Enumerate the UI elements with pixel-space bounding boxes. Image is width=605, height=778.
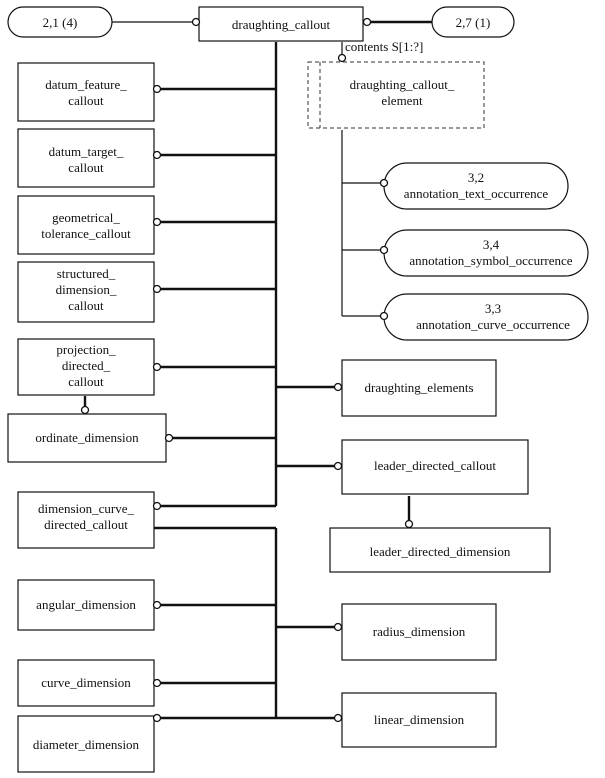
leader-dimension-label: leader_directed_dimension <box>370 544 511 559</box>
curve-occ-node: 3,3 annotation_curve_occurrence <box>383 293 589 341</box>
circle-ref-left-root <box>191 17 201 27</box>
dimension-curve-label-2: directed_callout <box>44 517 128 532</box>
diameter-label: diameter_dimension <box>33 737 140 752</box>
circle-dimension-curve <box>152 501 162 511</box>
datum-target-label-1: datum_target_ <box>49 144 124 159</box>
circle-contents <box>337 53 347 63</box>
relationship-circles <box>80 17 414 723</box>
curve-occ-label-1: 3,3 <box>485 301 501 316</box>
symbol-occ-label-1: 3,4 <box>483 237 500 252</box>
element-node: draughting_callout_ element <box>307 61 485 129</box>
circle-diameter <box>152 713 162 723</box>
circle-angular <box>152 600 162 610</box>
structured-node: structured_ dimension_ callout <box>17 261 155 323</box>
circle-root-ref-right <box>362 17 372 27</box>
circle-datum-target <box>152 150 162 160</box>
angular-label: angular_dimension <box>36 597 136 612</box>
circle-curve-dim <box>152 678 162 688</box>
projection-label-1: projection_ <box>56 342 116 357</box>
circle-ordinate <box>164 433 174 443</box>
projection-node: projection_ directed_ callout <box>17 338 155 396</box>
circle-projection-ordinate <box>80 405 90 415</box>
text-occ-node: 3,2 annotation_text_occurrence <box>383 162 569 210</box>
leader-callout-label: leader_directed_callout <box>374 458 496 473</box>
curve-dim-label: curve_dimension <box>41 675 131 690</box>
circle-leader-dimension <box>404 519 414 529</box>
circle-leader-callout <box>333 461 343 471</box>
datum-target-node: datum_target_ callout <box>17 128 155 188</box>
datum-feature-label-2: callout <box>68 93 104 108</box>
draughting-elements-label: draughting_elements <box>364 380 473 395</box>
circle-linear <box>333 713 343 723</box>
dimension-curve-node: dimension_curve_ directed_callout <box>17 491 155 549</box>
symbol-occ-label-2: annotation_symbol_occurrence <box>409 253 572 268</box>
ref-left-node: 2,1 (4) <box>7 6 113 38</box>
linear-node: linear_dimension <box>341 692 497 748</box>
circle-structured <box>152 284 162 294</box>
connectors <box>83 20 432 720</box>
curve-dim-node: curve_dimension <box>17 659 155 707</box>
projection-label-3: callout <box>68 374 104 389</box>
geometrical-label-1: geometrical_ <box>52 210 120 225</box>
datum-feature-node: datum_feature_ callout <box>17 62 155 122</box>
symbol-occ-node: 3,4 annotation_symbol_occurrence <box>383 229 589 277</box>
curve-occ-label-2: annotation_curve_occurrence <box>416 317 570 332</box>
leader-dimension-node: leader_directed_dimension <box>329 527 551 573</box>
ref-left-label: 2,1 (4) <box>43 15 78 30</box>
ref-right-label: 2,7 (1) <box>456 15 491 30</box>
circle-text-occ <box>379 178 389 188</box>
structured-label-3: callout <box>68 298 104 313</box>
dimension-curve-label-1: dimension_curve_ <box>38 501 135 516</box>
linear-label: linear_dimension <box>374 712 465 727</box>
text-occ-label-1: 3,2 <box>468 170 484 185</box>
datum-target-label-2: callout <box>68 160 104 175</box>
circle-symbol-occ <box>379 245 389 255</box>
structured-label-2: dimension_ <box>56 282 117 297</box>
datum-feature-label-1: datum_feature_ <box>45 77 127 92</box>
draughting-elements-node: draughting_elements <box>341 359 497 417</box>
root-label: draughting_callout <box>232 17 331 32</box>
diameter-node: diameter_dimension <box>17 715 155 773</box>
root-node: draughting_callout <box>198 6 364 42</box>
element-label-1: draughting_callout_ <box>350 77 455 92</box>
projection-label-2: directed_ <box>62 358 111 373</box>
radius-label: radius_dimension <box>373 624 466 639</box>
structured-label-1: structured_ <box>57 266 116 281</box>
element-label-2: element <box>381 93 423 108</box>
contents-label: contents S[1:?] <box>345 39 423 54</box>
circle-projection <box>152 362 162 372</box>
circle-geometrical <box>152 217 162 227</box>
leader-callout-node: leader_directed_callout <box>341 439 529 495</box>
ref-right-node: 2,7 (1) <box>431 6 515 38</box>
circle-radius <box>333 622 343 632</box>
geometrical-node: geometrical_ tolerance_callout <box>17 195 155 255</box>
ordinate-node: ordinate_dimension <box>7 413 167 463</box>
circle-draughting-elements <box>333 382 343 392</box>
text-occ-label-2: annotation_text_occurrence <box>404 186 549 201</box>
geometrical-label-2: tolerance_callout <box>41 226 131 241</box>
radius-node: radius_dimension <box>341 603 497 661</box>
angular-node: angular_dimension <box>17 579 155 631</box>
circle-datum-feature <box>152 84 162 94</box>
circle-curve-occ <box>379 311 389 321</box>
ordinate-label: ordinate_dimension <box>35 430 139 445</box>
